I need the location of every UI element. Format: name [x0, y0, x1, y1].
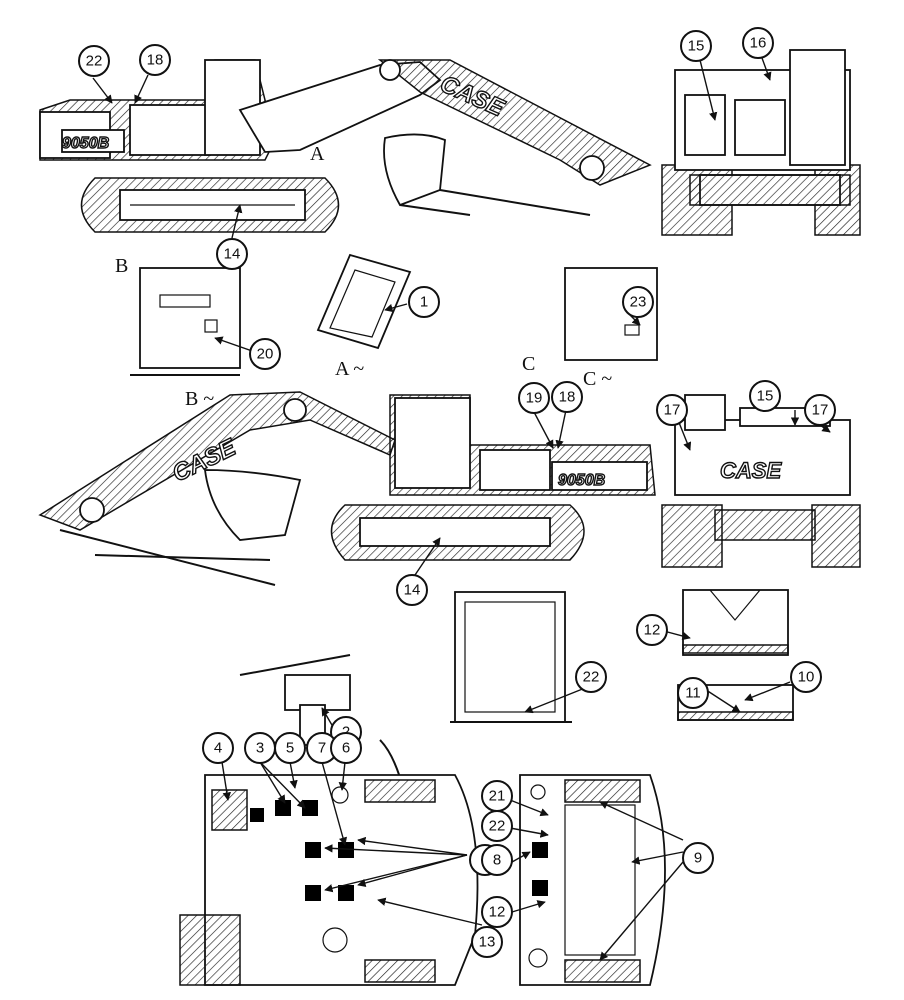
callout-23: 23 — [622, 286, 654, 318]
svg-text:12: 12 — [644, 622, 661, 639]
brand-logo-front: CASE — [720, 458, 782, 483]
svg-text:6: 6 — [342, 740, 350, 757]
svg-text:18: 18 — [559, 389, 576, 406]
svg-text:16: 16 — [750, 35, 767, 52]
callout-22-panel: 22 — [575, 661, 607, 693]
callout-15-mid: 15 — [749, 380, 781, 412]
callout-20: 20 — [249, 338, 281, 370]
callout-15-top: 15 — [680, 30, 712, 62]
svg-text:7: 7 — [318, 740, 326, 757]
svg-text:19: 19 — [526, 390, 543, 407]
callout-22-top: 22 — [78, 45, 110, 77]
callout-17-left: 17 — [656, 394, 688, 426]
svg-text:23: 23 — [630, 294, 647, 311]
view-label-b: B ~ — [185, 388, 214, 410]
svg-text:17: 17 — [664, 402, 681, 419]
svg-text:21: 21 — [489, 788, 506, 805]
callout-21: 21 — [481, 780, 513, 812]
callout-12-bottom: 12 — [481, 896, 513, 928]
svg-text:18: 18 — [147, 52, 164, 69]
view-label-c: C ~ — [583, 368, 612, 390]
callout-8: 8 — [481, 844, 513, 876]
model-decal-left: 9050B — [62, 135, 109, 152]
svg-text:9: 9 — [694, 850, 702, 867]
view-marker-b: B — [115, 255, 128, 277]
upper-deck-plan-right — [519, 774, 666, 986]
svg-text:17: 17 — [812, 402, 829, 419]
callout-17-right: 17 — [804, 394, 836, 426]
svg-text:4: 4 — [214, 740, 222, 757]
callout-12-right-view: 12 — [636, 614, 668, 646]
callout-9: 9 — [682, 842, 714, 874]
svg-text:1: 1 — [420, 294, 428, 311]
svg-text:15: 15 — [688, 38, 705, 55]
excavator-rear-view — [661, 49, 861, 236]
handrail-step — [239, 654, 406, 796]
callout-5: 5 — [274, 732, 306, 764]
svg-text:15: 15 — [757, 388, 774, 405]
svg-text:22: 22 — [583, 669, 600, 686]
callout-14-top: 14 — [216, 238, 248, 270]
excavator-front-view — [661, 394, 861, 568]
svg-text:13: 13 — [479, 934, 496, 951]
leader-lines — [92, 57, 831, 961]
callout-11: 11 — [677, 677, 709, 709]
view-marker-c: C — [522, 353, 535, 375]
door-panel — [450, 591, 572, 723]
callout-14-mid: 14 — [396, 574, 428, 606]
view-label-a: A ~ — [335, 358, 364, 380]
excavator-right-view — [38, 391, 656, 586]
view-marker-a: A — [310, 143, 325, 165]
callout-13: 13 — [471, 926, 503, 958]
svg-text:14: 14 — [224, 246, 241, 263]
svg-text:8: 8 — [493, 852, 501, 869]
svg-text:10: 10 — [798, 669, 815, 686]
svg-text:20: 20 — [257, 346, 274, 363]
model-decal-right: 9050B — [558, 472, 605, 489]
radiator-view — [682, 589, 789, 656]
svg-text:22: 22 — [489, 818, 506, 835]
callout-4: 4 — [202, 732, 234, 764]
svg-text:12: 12 — [489, 904, 506, 921]
callout-16: 16 — [742, 27, 774, 59]
callout-18-mid: 18 — [551, 381, 583, 413]
callout-1: 1 — [408, 286, 440, 318]
svg-text:22: 22 — [86, 53, 103, 70]
a-view-decal — [316, 253, 412, 350]
callout-3-top: 3 — [244, 732, 276, 764]
callout-19: 19 — [518, 382, 550, 414]
svg-text:3: 3 — [256, 740, 264, 757]
svg-text:14: 14 — [404, 582, 421, 599]
callout-22-bottom: 22 — [481, 810, 513, 842]
callout-18-top: 18 — [139, 44, 171, 76]
upper-deck-plan-left — [179, 774, 479, 986]
svg-text:11: 11 — [685, 685, 701, 702]
svg-text:5: 5 — [286, 740, 294, 757]
callout-10: 10 — [790, 661, 822, 693]
excavator-left-view — [39, 59, 652, 233]
callout-6: 6 — [330, 732, 362, 764]
b-view-panel — [130, 267, 241, 376]
